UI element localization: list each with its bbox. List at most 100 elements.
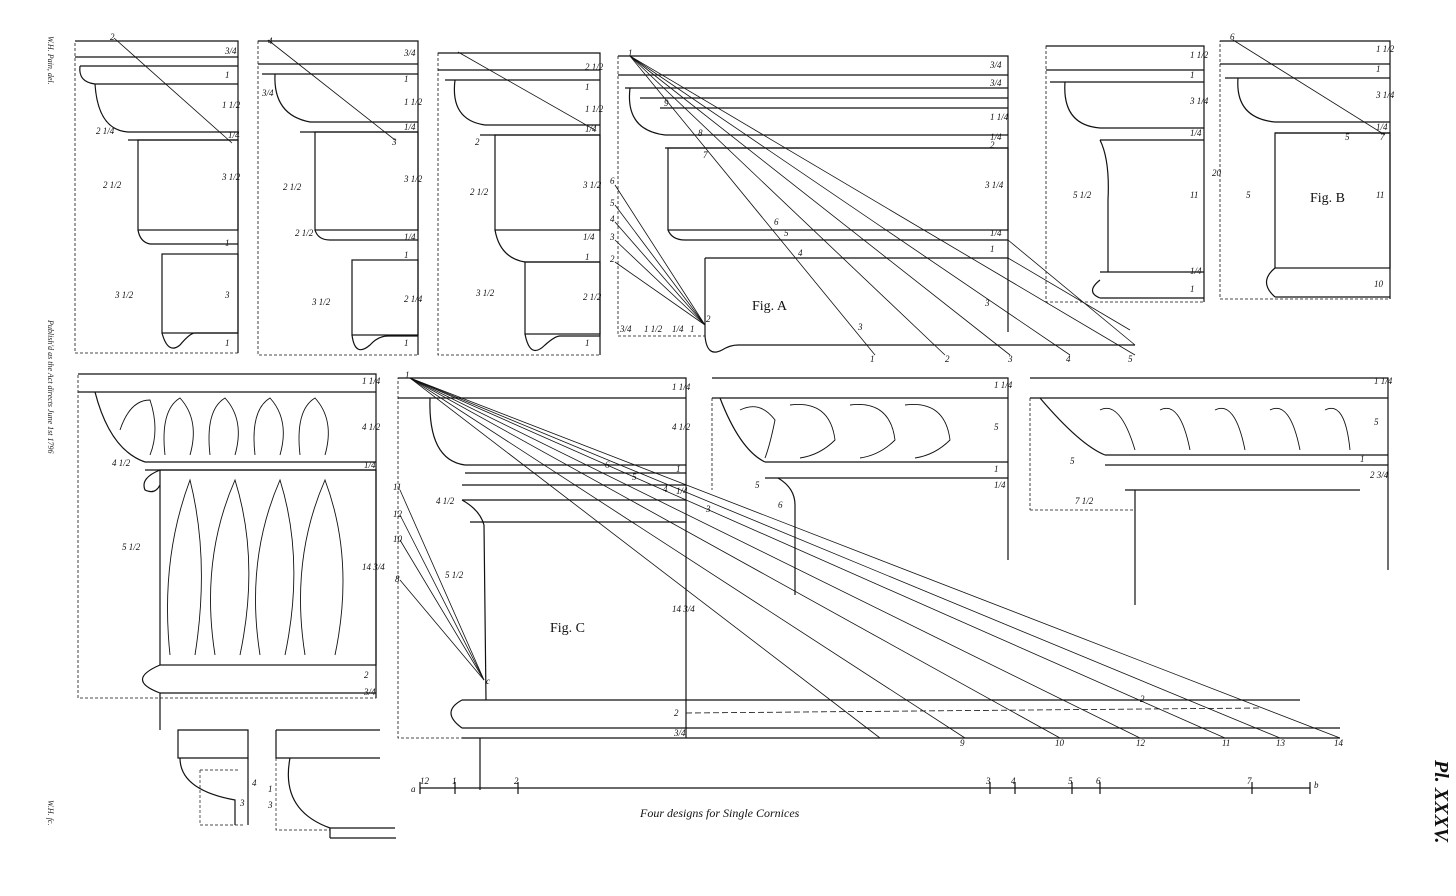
- fig-a-label: 2: [706, 314, 711, 324]
- panel-3-labels: 2 1/2 1 1 1/2 1/4 2 2 1/2 3 1/2 1/4 1 3 …: [470, 62, 604, 348]
- panel-5-label: 5 1/2: [1073, 190, 1092, 200]
- fig-c-label: 1 1/4: [672, 382, 691, 392]
- panel-2-label: 3/4: [403, 48, 416, 58]
- panel-5-labels: 1 1/2 1 3 1/4 1/4 11 1/4 1 5 1/2: [1073, 50, 1209, 294]
- detail-drawings: [177, 729, 396, 839]
- cornice-panel-3: [437, 51, 601, 356]
- cornice-panel-acanthus-middle: [711, 377, 1009, 595]
- fig-c-label: 1: [676, 464, 681, 474]
- fig-c-label: 1/4: [676, 486, 688, 496]
- panel-1-label: 1: [225, 238, 230, 248]
- fig-b-label: 6: [1230, 32, 1235, 42]
- panel-2-label: 1: [404, 250, 409, 260]
- panel-3-label: 1/4: [583, 232, 595, 242]
- fig-a-label: 1: [870, 354, 875, 364]
- row2-right-label: 5: [1374, 417, 1379, 427]
- fig-c-label: 6: [605, 460, 610, 470]
- fig-a-label: 5: [610, 198, 615, 208]
- fig-c-label: 5 1/2: [445, 570, 464, 580]
- fig-a-label: 3: [609, 232, 615, 242]
- fig-c-title: Fig. C: [550, 621, 585, 636]
- detail-labels: 4 3 1 3: [239, 778, 273, 810]
- fig-a-label: 1: [990, 244, 995, 254]
- row2-middle-label: 1 1/4: [994, 380, 1013, 390]
- fig-a-label: 2: [610, 254, 615, 264]
- panel-1-label: 1: [225, 338, 230, 348]
- fig-b-label: 10: [1374, 279, 1384, 289]
- row2-right-label: 1: [1360, 454, 1365, 464]
- fig-c-label: 8: [395, 574, 400, 584]
- panel-1-label: 2 1/2: [103, 180, 122, 190]
- fig-a-label: 3/4: [619, 324, 632, 334]
- row2-middle-label: 6: [778, 500, 783, 510]
- fig-a-label: 1/4: [990, 228, 1002, 238]
- row2-left-label: 2: [364, 670, 369, 680]
- fig-a-label: 6: [774, 217, 779, 227]
- fig-c-label: 14: [1334, 738, 1344, 748]
- fig-a-label: 1 1/2: [644, 324, 663, 334]
- fig-a-label: 1: [628, 48, 633, 58]
- scale-bar: [419, 782, 1311, 794]
- panel-1-label: 1 1/2: [222, 100, 241, 110]
- scale-tick-label: 2: [514, 776, 519, 786]
- scale-tick-label: 5: [1068, 776, 1073, 786]
- fig-c-label: 9: [960, 738, 965, 748]
- detail-label: 3: [239, 798, 245, 808]
- scale-tick-label: 7: [1247, 776, 1252, 786]
- fig-c-label: 4 1/2: [672, 422, 691, 432]
- panel-5-label: 1: [1190, 70, 1195, 80]
- row2-right-label: 7 1/2: [1075, 496, 1094, 506]
- fig-a-label: 4: [610, 214, 615, 224]
- fig-a-label: 3: [984, 298, 990, 308]
- cornice-fig-b: [1219, 39, 1391, 300]
- scale-label-a: a: [411, 784, 416, 794]
- fig-a-label: 3: [857, 322, 863, 332]
- fig-a-label: 8: [698, 128, 703, 138]
- row2-left-labels: 1 1/4 4 1/2 1/4 4 1/2 14 3/4 5 1/2 2 3/4: [112, 376, 385, 697]
- panel-3-label: 2 1/2: [583, 292, 602, 302]
- panel-2-label: 3 1/2: [403, 174, 423, 184]
- row2-middle-label: 1/4: [994, 480, 1006, 490]
- panel-2-label: 1 1/2: [404, 97, 423, 107]
- row2-left-label: 5 1/2: [122, 542, 141, 552]
- fig-b-label: 1 1/2: [1376, 44, 1395, 54]
- row2-left-label: 4 1/2: [362, 422, 381, 432]
- fig-c-label: 12: [1136, 738, 1146, 748]
- panel-1-label: 3 1/2: [221, 172, 241, 182]
- panel-5-label: 1/4: [1190, 266, 1202, 276]
- fig-a-label: 3/4: [989, 60, 1002, 70]
- fig-b-label: 20: [1212, 168, 1222, 178]
- fig-b-labels: 6 1 1/2 1 3 1/4 1/4 11 5 20 10 5 7: [1212, 32, 1395, 289]
- panel-2-label: 1: [404, 338, 409, 348]
- panel-2-label: 1/4: [404, 122, 416, 132]
- fig-a-label: 7: [703, 150, 708, 160]
- cornice-panel-acanthus-right: [1029, 377, 1389, 605]
- panel-1-labels: 2 3/4 1 1 1/2 1/4 2 1/4 2 1/2 3 1/2 1 3 …: [96, 32, 241, 348]
- fig-c-label: 4: [663, 484, 668, 494]
- panel-3-label: 1: [585, 252, 590, 262]
- panel-3-label: 1: [585, 82, 590, 92]
- row2-left-label: 4 1/2: [112, 458, 131, 468]
- fig-a-label: 9: [664, 98, 669, 108]
- cornice-panel-acanthus-left: [77, 373, 377, 730]
- panel-3-label: 2 1/2: [470, 187, 489, 197]
- row2-right-label: 5: [1070, 456, 1075, 466]
- panel-2-label: 4: [268, 36, 273, 46]
- fig-a-label: 3/4: [989, 78, 1002, 88]
- panel-2-label: 2 1/2: [283, 182, 302, 192]
- panel-2-label: 1: [404, 74, 409, 84]
- fig-c-label: 3/4: [673, 728, 686, 738]
- panel-3-label: 2: [475, 137, 480, 147]
- row2-right-label: 1 1/4: [1374, 376, 1393, 386]
- fig-c-labels: 1 1 1/4 4 1/2 1 1/4 4 1/2 5 1/2 14 3/4 2…: [393, 370, 1344, 748]
- fig-c-label: 10: [1055, 738, 1065, 748]
- fig-c-label: 2: [1140, 694, 1145, 704]
- row2-right-label: 2 3/4: [1370, 470, 1389, 480]
- cornice-panel-2: [257, 39, 419, 356]
- fig-b-label: 3 1/4: [1375, 90, 1395, 100]
- row2-middle-label: 1: [994, 464, 999, 474]
- row2-left-label: 1 1/4: [362, 376, 381, 386]
- panel-3-label: 2 1/2: [585, 62, 604, 72]
- engraver-credit-bottom: W.H. fc.: [46, 800, 55, 826]
- fig-b-title: Fig. B: [1310, 191, 1345, 206]
